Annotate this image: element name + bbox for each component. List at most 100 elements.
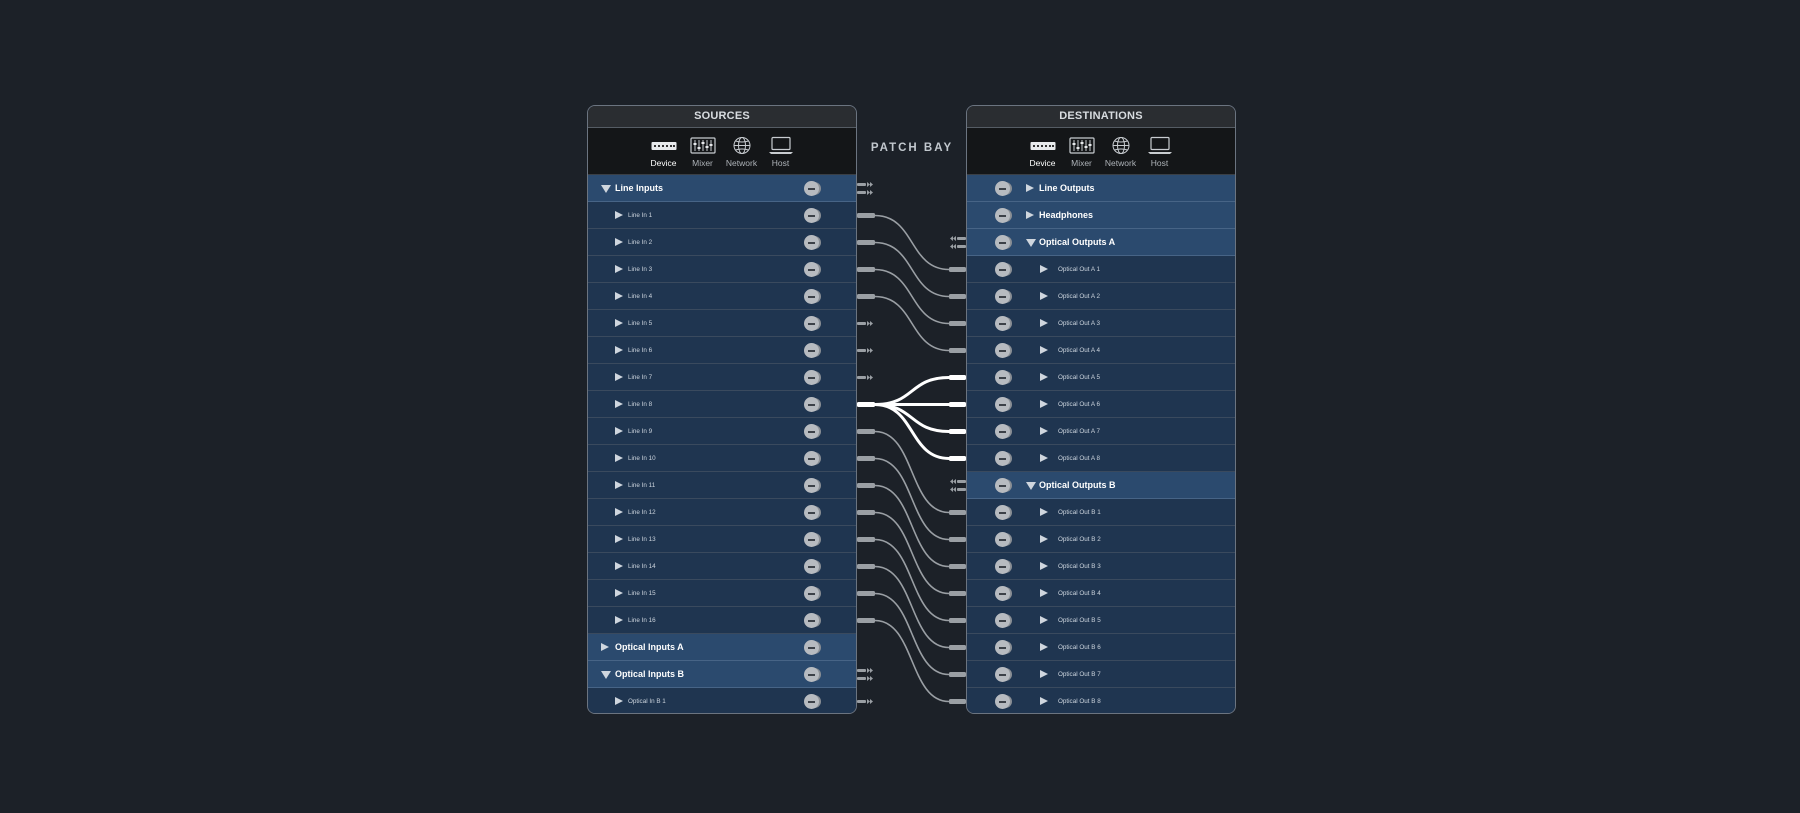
- expand-triangle-icon[interactable]: [1040, 535, 1048, 543]
- expand-triangle-icon[interactable]: [1040, 562, 1048, 570]
- source-plug-icon[interactable]: [857, 240, 875, 245]
- mute-icon[interactable]: [804, 559, 822, 574]
- group-row-optical-outputs-b[interactable]: Optical Outputs B: [967, 472, 1235, 499]
- destination-plug-icon[interactable]: [949, 672, 966, 677]
- mute-icon[interactable]: [995, 208, 1013, 223]
- patch-cable[interactable]: [874, 565, 950, 649]
- mute-icon[interactable]: [804, 532, 822, 547]
- channel-row-line-in-1[interactable]: Line In 1: [588, 202, 856, 229]
- mute-icon[interactable]: [995, 397, 1013, 412]
- expand-triangle-icon[interactable]: [615, 238, 623, 246]
- expand-triangle-icon[interactable]: [615, 508, 623, 516]
- mute-icon[interactable]: [804, 235, 822, 250]
- patch-cable[interactable]: [874, 592, 950, 676]
- channel-row-line-in-11[interactable]: Line In 11: [588, 472, 856, 499]
- mute-icon[interactable]: [804, 640, 822, 655]
- mute-icon[interactable]: [995, 640, 1013, 655]
- unpatched-output-arrow-icon[interactable]: [857, 676, 873, 681]
- sources-tab-host[interactable]: Host: [765, 136, 797, 174]
- mute-icon[interactable]: [995, 667, 1013, 682]
- sources-tab-device[interactable]: Device: [648, 136, 680, 174]
- patch-cable[interactable]: [874, 619, 950, 703]
- mute-icon[interactable]: [995, 235, 1013, 250]
- unpatched-output-arrow-icon[interactable]: [857, 182, 873, 187]
- mute-icon[interactable]: [804, 505, 822, 520]
- channel-row-line-in-16[interactable]: Line In 16: [588, 607, 856, 634]
- expand-triangle-icon[interactable]: [1040, 265, 1048, 273]
- mute-icon[interactable]: [804, 370, 822, 385]
- channel-row-line-in-6[interactable]: Line In 6: [588, 337, 856, 364]
- patch-cable[interactable]: [874, 295, 950, 352]
- channel-row-optical-out-a-1[interactable]: Optical Out A 1: [967, 256, 1235, 283]
- channel-row-optical-in-b-1[interactable]: Optical In B 1: [588, 688, 856, 713]
- expand-triangle-icon[interactable]: [615, 454, 623, 462]
- collapse-triangle-icon[interactable]: [601, 185, 611, 193]
- mute-icon[interactable]: [995, 694, 1013, 709]
- collapse-triangle-icon[interactable]: [601, 671, 611, 679]
- channel-row-optical-out-b-3[interactable]: Optical Out B 3: [967, 553, 1235, 580]
- mute-icon[interactable]: [804, 316, 822, 331]
- source-plug-icon[interactable]: [857, 294, 875, 299]
- expand-triangle-icon[interactable]: [1040, 319, 1048, 327]
- mute-icon[interactable]: [804, 343, 822, 358]
- channel-row-optical-out-b-1[interactable]: Optical Out B 1: [967, 499, 1235, 526]
- channel-row-line-in-8[interactable]: Line In 8: [588, 391, 856, 418]
- mute-icon[interactable]: [804, 289, 822, 304]
- destination-plug-icon[interactable]: [949, 375, 966, 380]
- destination-plug-icon[interactable]: [949, 402, 966, 407]
- channel-row-line-in-3[interactable]: Line In 3: [588, 256, 856, 283]
- expand-triangle-icon[interactable]: [1040, 670, 1048, 678]
- mute-icon[interactable]: [804, 397, 822, 412]
- mute-icon[interactable]: [804, 613, 822, 628]
- expand-triangle-icon[interactable]: [615, 400, 623, 408]
- mute-icon[interactable]: [804, 262, 822, 277]
- destination-plug-icon[interactable]: [949, 591, 966, 596]
- mute-icon[interactable]: [995, 586, 1013, 601]
- expand-triangle-icon[interactable]: [615, 427, 623, 435]
- source-plug-icon[interactable]: [857, 591, 875, 596]
- source-plug-icon[interactable]: [857, 537, 875, 542]
- destination-plug-icon[interactable]: [949, 321, 966, 326]
- unpatched-input-arrow-icon[interactable]: [950, 487, 966, 492]
- expand-triangle-icon[interactable]: [615, 292, 623, 300]
- expand-triangle-icon[interactable]: [601, 643, 609, 651]
- expand-triangle-icon[interactable]: [1040, 400, 1048, 408]
- destination-plug-icon[interactable]: [949, 267, 966, 272]
- channel-row-line-in-10[interactable]: Line In 10: [588, 445, 856, 472]
- expand-triangle-icon[interactable]: [1040, 454, 1048, 462]
- destinations-tab-mixer[interactable]: Mixer: [1066, 136, 1098, 174]
- mute-icon[interactable]: [995, 424, 1013, 439]
- destination-plug-icon[interactable]: [949, 294, 966, 299]
- expand-triangle-icon[interactable]: [615, 562, 623, 570]
- channel-row-line-in-7[interactable]: Line In 7: [588, 364, 856, 391]
- source-plug-icon[interactable]: [857, 402, 875, 407]
- expand-triangle-icon[interactable]: [1026, 211, 1034, 219]
- expand-triangle-icon[interactable]: [1026, 184, 1034, 192]
- channel-row-line-in-2[interactable]: Line In 2: [588, 229, 856, 256]
- channel-row-line-in-13[interactable]: Line In 13: [588, 526, 856, 553]
- mute-icon[interactable]: [995, 181, 1013, 196]
- mute-icon[interactable]: [804, 451, 822, 466]
- destination-plug-icon[interactable]: [949, 348, 966, 353]
- channel-row-optical-out-b-6[interactable]: Optical Out B 6: [967, 634, 1235, 661]
- group-row-headphones[interactable]: Headphones: [967, 202, 1235, 229]
- group-row-optical-outputs-a[interactable]: Optical Outputs A: [967, 229, 1235, 256]
- mute-icon[interactable]: [995, 478, 1013, 493]
- destination-plug-icon[interactable]: [949, 645, 966, 650]
- expand-triangle-icon[interactable]: [1040, 616, 1048, 624]
- expand-triangle-icon[interactable]: [615, 616, 623, 624]
- group-row-optical-inputs-a[interactable]: Optical Inputs A: [588, 634, 856, 661]
- group-row-line-outputs[interactable]: Line Outputs: [967, 175, 1235, 202]
- mute-icon[interactable]: [804, 667, 822, 682]
- channel-row-line-in-9[interactable]: Line In 9: [588, 418, 856, 445]
- sources-tab-network[interactable]: Network: [726, 136, 758, 174]
- expand-triangle-icon[interactable]: [615, 481, 623, 489]
- expand-triangle-icon[interactable]: [1040, 373, 1048, 381]
- destination-plug-icon[interactable]: [949, 510, 966, 515]
- source-plug-icon[interactable]: [857, 213, 875, 218]
- patch-cable[interactable]: [874, 511, 950, 595]
- expand-triangle-icon[interactable]: [1040, 346, 1048, 354]
- channel-row-optical-out-b-2[interactable]: Optical Out B 2: [967, 526, 1235, 553]
- patch-cable[interactable]: [874, 430, 950, 514]
- channel-row-optical-out-a-4[interactable]: Optical Out A 4: [967, 337, 1235, 364]
